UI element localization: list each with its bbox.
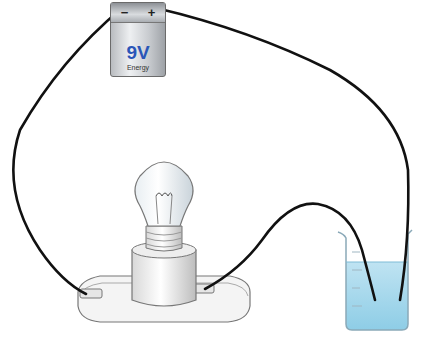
wires	[13, 8, 408, 300]
minus-terminal: −	[121, 6, 129, 20]
bulb-holder	[78, 226, 250, 322]
wire	[13, 8, 122, 294]
beaker	[338, 230, 412, 330]
voltage-label: 9V	[126, 43, 149, 63]
battery-9v: − +9VEnergy	[110, 2, 166, 77]
light-bulb	[135, 162, 193, 226]
plus-terminal: +	[148, 6, 156, 20]
wire	[156, 8, 408, 300]
wire	[205, 204, 375, 300]
brand-label: Energy	[127, 63, 149, 72]
